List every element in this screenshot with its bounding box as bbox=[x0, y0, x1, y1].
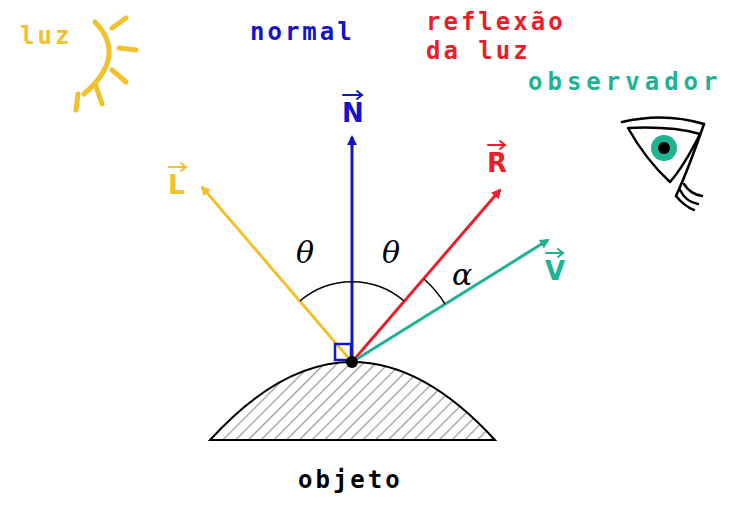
reflection-vector bbox=[352, 190, 500, 362]
observer-label: observador bbox=[528, 68, 723, 97]
label-holder: L bbox=[168, 172, 185, 198]
vector-name: N bbox=[342, 100, 364, 126]
label-holder: objeto bbox=[298, 466, 403, 495]
normal-vector bbox=[351, 137, 354, 362]
label-holder: R bbox=[487, 150, 507, 176]
vector-name: R bbox=[487, 150, 507, 176]
angle-symbol: θ bbox=[382, 238, 400, 268]
object-surface bbox=[210, 362, 495, 440]
label-holder: reflexão da luz bbox=[426, 8, 576, 66]
alpha-arc bbox=[424, 279, 445, 304]
view-vector bbox=[352, 240, 548, 362]
label-holder: observador bbox=[528, 68, 723, 97]
reflection-label: reflexão da luz bbox=[426, 8, 576, 66]
normal-label: normal bbox=[250, 18, 355, 47]
object-label: objeto bbox=[298, 466, 403, 495]
vector-name: L bbox=[168, 172, 185, 198]
eye-symbol bbox=[622, 117, 704, 210]
vector-accents bbox=[169, 91, 563, 257]
sun-symbol bbox=[76, 18, 136, 110]
label-holder: θ bbox=[382, 238, 400, 268]
label-holder: α bbox=[452, 260, 472, 290]
angle-symbol: θ bbox=[296, 238, 314, 268]
label-holder: θ bbox=[296, 238, 314, 268]
light-vector bbox=[202, 187, 352, 362]
incidence-point bbox=[346, 356, 358, 368]
label-holder: N bbox=[342, 100, 364, 126]
label-holder: normal bbox=[250, 18, 355, 47]
label-holder: luz bbox=[20, 22, 72, 51]
light-label: luz bbox=[20, 22, 72, 51]
theta-arc bbox=[300, 282, 404, 301]
label-holder: V bbox=[545, 258, 565, 284]
angle-symbol: α bbox=[452, 260, 472, 290]
vector-name: V bbox=[545, 258, 565, 284]
